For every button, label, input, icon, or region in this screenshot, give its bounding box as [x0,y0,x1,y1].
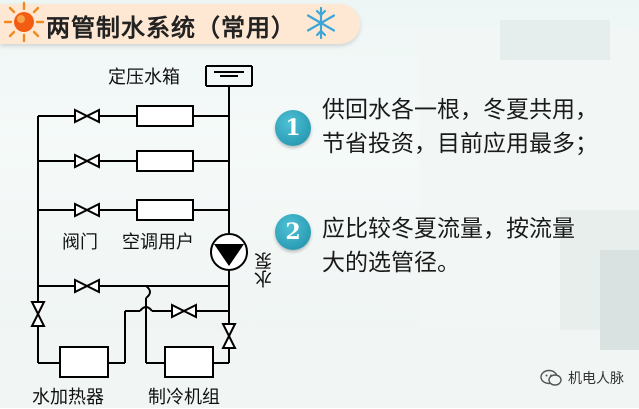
valve-icons [30,108,237,349]
valve-label: 阀门 [62,232,98,253]
valve-icon [74,278,100,294]
point-2-line-2: 大的选管径。 [322,250,460,276]
ac-unit-3 [136,199,194,221]
point-2-badge: 2 [275,214,311,250]
ac-user-label: 空调用户 [122,232,194,253]
valve-icon [221,323,237,349]
valve-icon [74,153,100,169]
tank-label: 定压水箱 [108,67,180,88]
pump-label: 水泵 [254,252,275,288]
valve-icon [74,108,100,124]
point-1-line-2: 节省投资，目前应用最多； [322,131,598,157]
wechat-icon [540,369,562,386]
watermark-text: 机电人脉 [568,371,624,387]
valve-icon [74,202,100,218]
chiller-label: 制冷机组 [148,387,220,408]
title-bar [0,4,360,44]
point-1-badge: 1 [275,110,311,146]
ac-unit-1 [136,105,194,127]
sun-icon [3,1,45,43]
valve-icon [171,303,197,319]
valve-icon [30,301,46,327]
watermark: 机电人脉 [540,368,624,388]
water-heater-box [59,346,109,378]
ac-unit-2 [136,150,194,172]
snowflake-icon [306,6,336,40]
expansion-tank [205,65,253,233]
chiller-box [164,346,214,378]
point-1-line-1: 供回水各一根，冬夏共用， [322,97,598,123]
point-2-line-1: 应比较冬夏流量，按流量 [322,216,575,242]
pump-icon [210,233,248,271]
heater-label: 水加热器 [32,387,104,408]
page-title: 两管制水系统（常用） [46,14,296,42]
